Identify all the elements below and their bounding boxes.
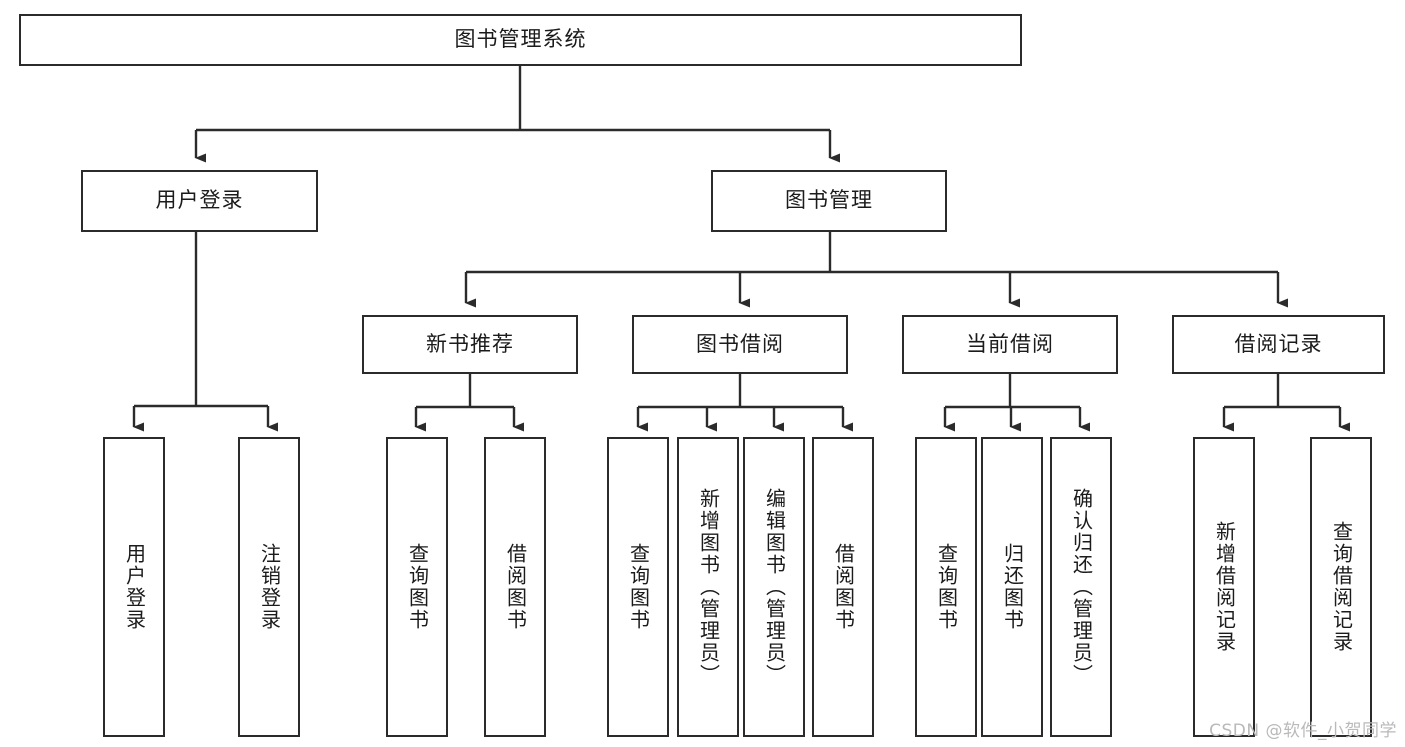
node-label: 注销登录 (257, 543, 282, 631)
node-current-borrowing[interactable]: 当前借阅 (902, 315, 1118, 374)
leaf-query-borrowing-record[interactable]: 查询借阅记录 (1310, 437, 1372, 737)
node-label: 查询图书 (405, 543, 430, 631)
node-new-book-recommendation[interactable]: 新书推荐 (362, 315, 578, 374)
node-label: 图书管理系统 (454, 27, 587, 52)
leaf-query-books-current[interactable]: 查询图书 (915, 437, 977, 737)
node-label: 借阅图书 (503, 543, 528, 631)
leaf-query-books-borrowing[interactable]: 查询图书 (607, 437, 669, 737)
leaf-user-login[interactable]: 用户登录 (103, 437, 165, 737)
leaf-add-book-admin[interactable]: 新增图书（管理员） (677, 437, 739, 737)
leaf-return-books[interactable]: 归还图书 (981, 437, 1043, 737)
leaf-confirm-return-admin[interactable]: 确认归还（管理员） (1050, 437, 1112, 737)
node-label: 当前借阅 (966, 331, 1054, 356)
node-book-management[interactable]: 图书管理 (711, 170, 947, 232)
node-borrowing-records[interactable]: 借阅记录 (1172, 315, 1385, 374)
node-label: 图书借阅 (696, 331, 784, 356)
node-label: 新增借阅记录 (1212, 521, 1237, 653)
node-label: 编辑图书（管理员） (762, 488, 787, 686)
node-label: 查询图书 (626, 543, 651, 631)
node-root-library-management-system[interactable]: 图书管理系统 (19, 14, 1022, 66)
node-label: 归还图书 (1000, 543, 1025, 631)
leaf-query-books-recommendation[interactable]: 查询图书 (386, 437, 448, 737)
node-label: 确认归还（管理员） (1069, 488, 1094, 686)
leaf-add-borrowing-record[interactable]: 新增借阅记录 (1193, 437, 1255, 737)
node-label: 查询借阅记录 (1329, 521, 1354, 653)
node-label: 查询图书 (934, 543, 959, 631)
leaf-logout[interactable]: 注销登录 (238, 437, 300, 737)
node-label: 用户登录 (155, 188, 244, 213)
node-label: 新增图书（管理员） (696, 488, 721, 686)
node-label: 用户登录 (122, 543, 147, 631)
node-label: 借阅图书 (831, 543, 856, 631)
node-label: 图书管理 (785, 188, 873, 213)
leaf-edit-book-admin[interactable]: 编辑图书（管理员） (743, 437, 805, 737)
node-label: 新书推荐 (426, 331, 514, 356)
node-book-borrowing[interactable]: 图书借阅 (632, 315, 848, 374)
leaf-borrow-books-recommendation[interactable]: 借阅图书 (484, 437, 546, 737)
leaf-borrow-books-borrowing[interactable]: 借阅图书 (812, 437, 874, 737)
node-user-login[interactable]: 用户登录 (81, 170, 318, 232)
node-label: 借阅记录 (1234, 331, 1323, 356)
